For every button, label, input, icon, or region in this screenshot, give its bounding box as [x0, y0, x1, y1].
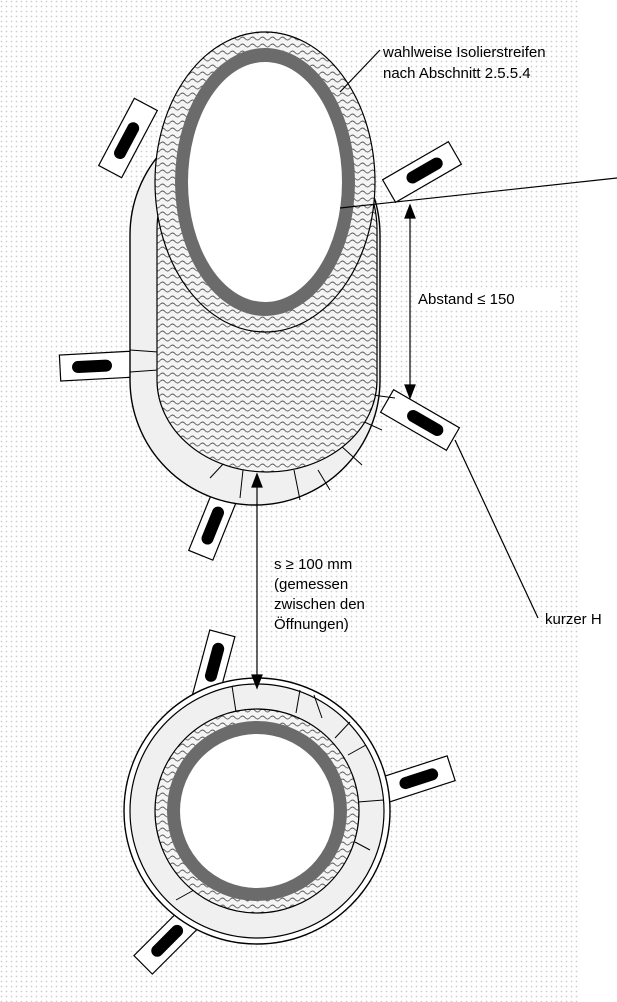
spacing-label-line2: (gemessen — [274, 576, 348, 593]
anchor-tab — [97, 97, 159, 179]
distance-label-bg — [413, 288, 558, 310]
dimension-lines — [251, 49, 617, 690]
lower-penetration — [123, 629, 456, 975]
pipe-opening — [188, 62, 342, 302]
spacing-label-line4: Öffnungen) — [274, 615, 349, 633]
isolation-label-line2: nach Abschnitt 2.5.5.4 — [383, 65, 531, 82]
arrowhead — [251, 674, 263, 690]
distance-label: Abstand ≤ 150 — [418, 291, 515, 308]
arrowhead — [251, 472, 263, 488]
spacing-label-line1: s ≥ 100 mm — [274, 556, 352, 573]
pipe-opening — [180, 734, 334, 888]
isolation-label-line1: wahlweise Isolierstreifen — [382, 44, 546, 61]
spacing-label-line3: zwischen den — [274, 596, 365, 613]
anchor-tab — [381, 140, 463, 204]
upper-penetration — [58, 31, 463, 561]
leader-short — [454, 439, 539, 619]
leader-isolation — [339, 49, 381, 93]
short-hint-label: kurzer H — [545, 611, 602, 628]
anchor-tab — [379, 388, 461, 452]
collar-segments — [175, 685, 385, 901]
leader-right — [339, 177, 617, 209]
arrowhead — [404, 384, 416, 400]
anchor-tab — [58, 350, 138, 382]
arrowhead — [404, 203, 416, 219]
